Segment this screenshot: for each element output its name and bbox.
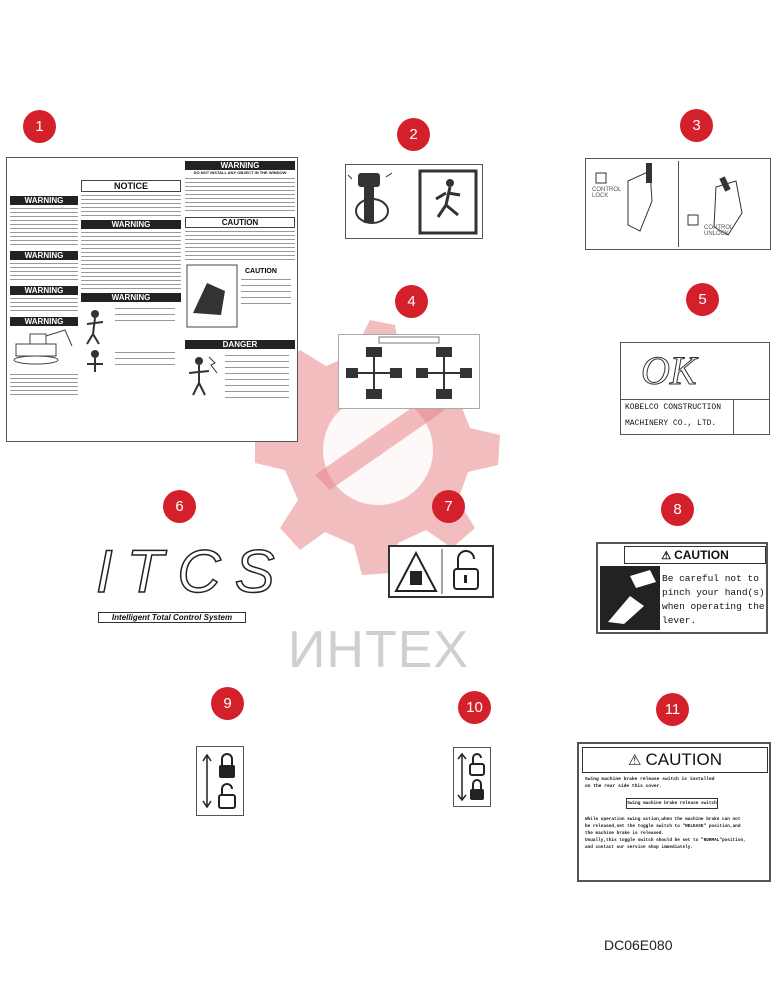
intro-line-2: on the rear side this cover. <box>585 784 663 789</box>
callout-7: 7 <box>432 490 465 523</box>
unlock-lock-arrow-icon <box>457 752 485 802</box>
warning-triangle-icon: ⚠ <box>628 752 642 769</box>
hand-pinch-icon <box>600 566 660 630</box>
lock-unlock-arrow-icon <box>202 753 236 809</box>
excavator-icon <box>13 329 73 365</box>
lever-unlocked-icon <box>687 176 743 236</box>
danger-header: DANGER <box>185 340 295 349</box>
caution-line-4: lever. <box>662 615 697 626</box>
boom-arm-icon: CAUTION <box>186 264 291 328</box>
warning-header: WARNING <box>10 196 78 205</box>
hammer-hand-icon <box>347 169 478 235</box>
warning-header: WARNING <box>10 317 78 326</box>
drawing-code: DC06E080 <box>604 937 673 953</box>
decal-10-unlock-direction <box>453 747 491 807</box>
intro-line-1: Swing machine brake release switch is in… <box>585 777 715 782</box>
decal-6-itcs-logo: ITCS Intelligent Total Control System <box>95 537 275 627</box>
warning-triangle-icon: ⚠ <box>661 549 672 562</box>
callout-11: 11 <box>656 693 689 726</box>
warning-header: WARNING <box>10 286 78 295</box>
caution-header: CAUTION <box>645 750 722 769</box>
callout-3: 3 <box>680 109 713 142</box>
decal-9-lock-direction <box>196 746 244 816</box>
body-line-2: be released,set the toggle switch to "RE… <box>585 824 741 829</box>
callout-8: 8 <box>661 493 694 526</box>
caution-line-3: when operating the <box>662 601 765 612</box>
watermark-text: ИНТЕХ <box>288 621 470 679</box>
decal-3-control-lock: CONTROL LOCK CONTROL UNLOCK <box>585 158 771 250</box>
warning-header: WARNING <box>81 220 181 229</box>
lever-locked-icon <box>595 163 653 232</box>
caution-line-1: Be careful not to <box>662 573 759 584</box>
warning-header: WARNING <box>10 251 78 260</box>
decal-4-lever-pattern <box>338 334 480 409</box>
notice-header: NOTICE <box>81 180 181 192</box>
body-line-4: Usually,this toggle switch should be set… <box>585 838 746 843</box>
decal-8-caution-pinch: ⚠ CAUTION Be careful not to pinch your h… <box>596 542 768 634</box>
pinch-hazard-icon <box>394 549 479 594</box>
body-line-1: While operation swing action,when the ma… <box>585 817 741 822</box>
maker-name-line1: KOBELCO CONSTRUCTION <box>625 403 722 412</box>
caution-label: CAUTION <box>245 268 277 275</box>
itcs-subtitle: Intelligent Total Control System <box>98 612 246 623</box>
warning-header: WARNING <box>81 293 181 302</box>
decal-1-warning-sheet: WARNING WARNING WARNING WARNING NOTICE W… <box>6 157 298 442</box>
callout-1: 1 <box>23 110 56 143</box>
itcs-logo-text: ITCS <box>95 537 289 606</box>
caution-header: CAUTION <box>185 217 295 228</box>
electrocution-icon <box>188 355 289 398</box>
unlocked-padlock-icon <box>453 550 479 590</box>
callout-2: 2 <box>397 118 430 151</box>
decal-2-emergency-exit <box>345 164 483 239</box>
operation-pattern-icon <box>346 336 472 399</box>
callout-10: 10 <box>458 691 491 724</box>
warning-header: WARNING <box>185 161 295 170</box>
maker-name-line2: MACHINERY CO., LTD. <box>625 419 717 428</box>
window-note: DO NOT INSTALL ANY OBJECT IN THE WINDOW <box>193 170 287 175</box>
callout-5: 5 <box>686 283 719 316</box>
body-line-3: the machine brake is released. <box>585 831 665 836</box>
body-line-5: and contact our service shop immediately… <box>585 845 694 850</box>
callout-6: 6 <box>163 490 196 523</box>
switch-label-box: Swing machine brake release switch <box>626 798 718 809</box>
control-lock-label: CONTROL LOCK <box>592 187 622 199</box>
falling-person-icon <box>86 308 175 372</box>
control-unlock-label: CONTROL UNLOCK <box>704 225 734 237</box>
callout-4: 4 <box>395 285 428 318</box>
caution-header: CAUTION <box>674 548 729 562</box>
decal-5-ok-plate: OK KOBELCO CONSTRUCTION MACHINERY CO., L… <box>620 342 770 435</box>
caution-line-2: pinch your hand(s) <box>662 587 765 598</box>
decal-11-caution-swing-brake: ⚠ CAUTION Swing machine brake release sw… <box>577 742 771 882</box>
exit-door-icon <box>418 169 478 235</box>
ok-logo: OK <box>641 348 698 394</box>
decal-7-lock-warning <box>388 545 494 598</box>
callout-9: 9 <box>211 687 244 720</box>
